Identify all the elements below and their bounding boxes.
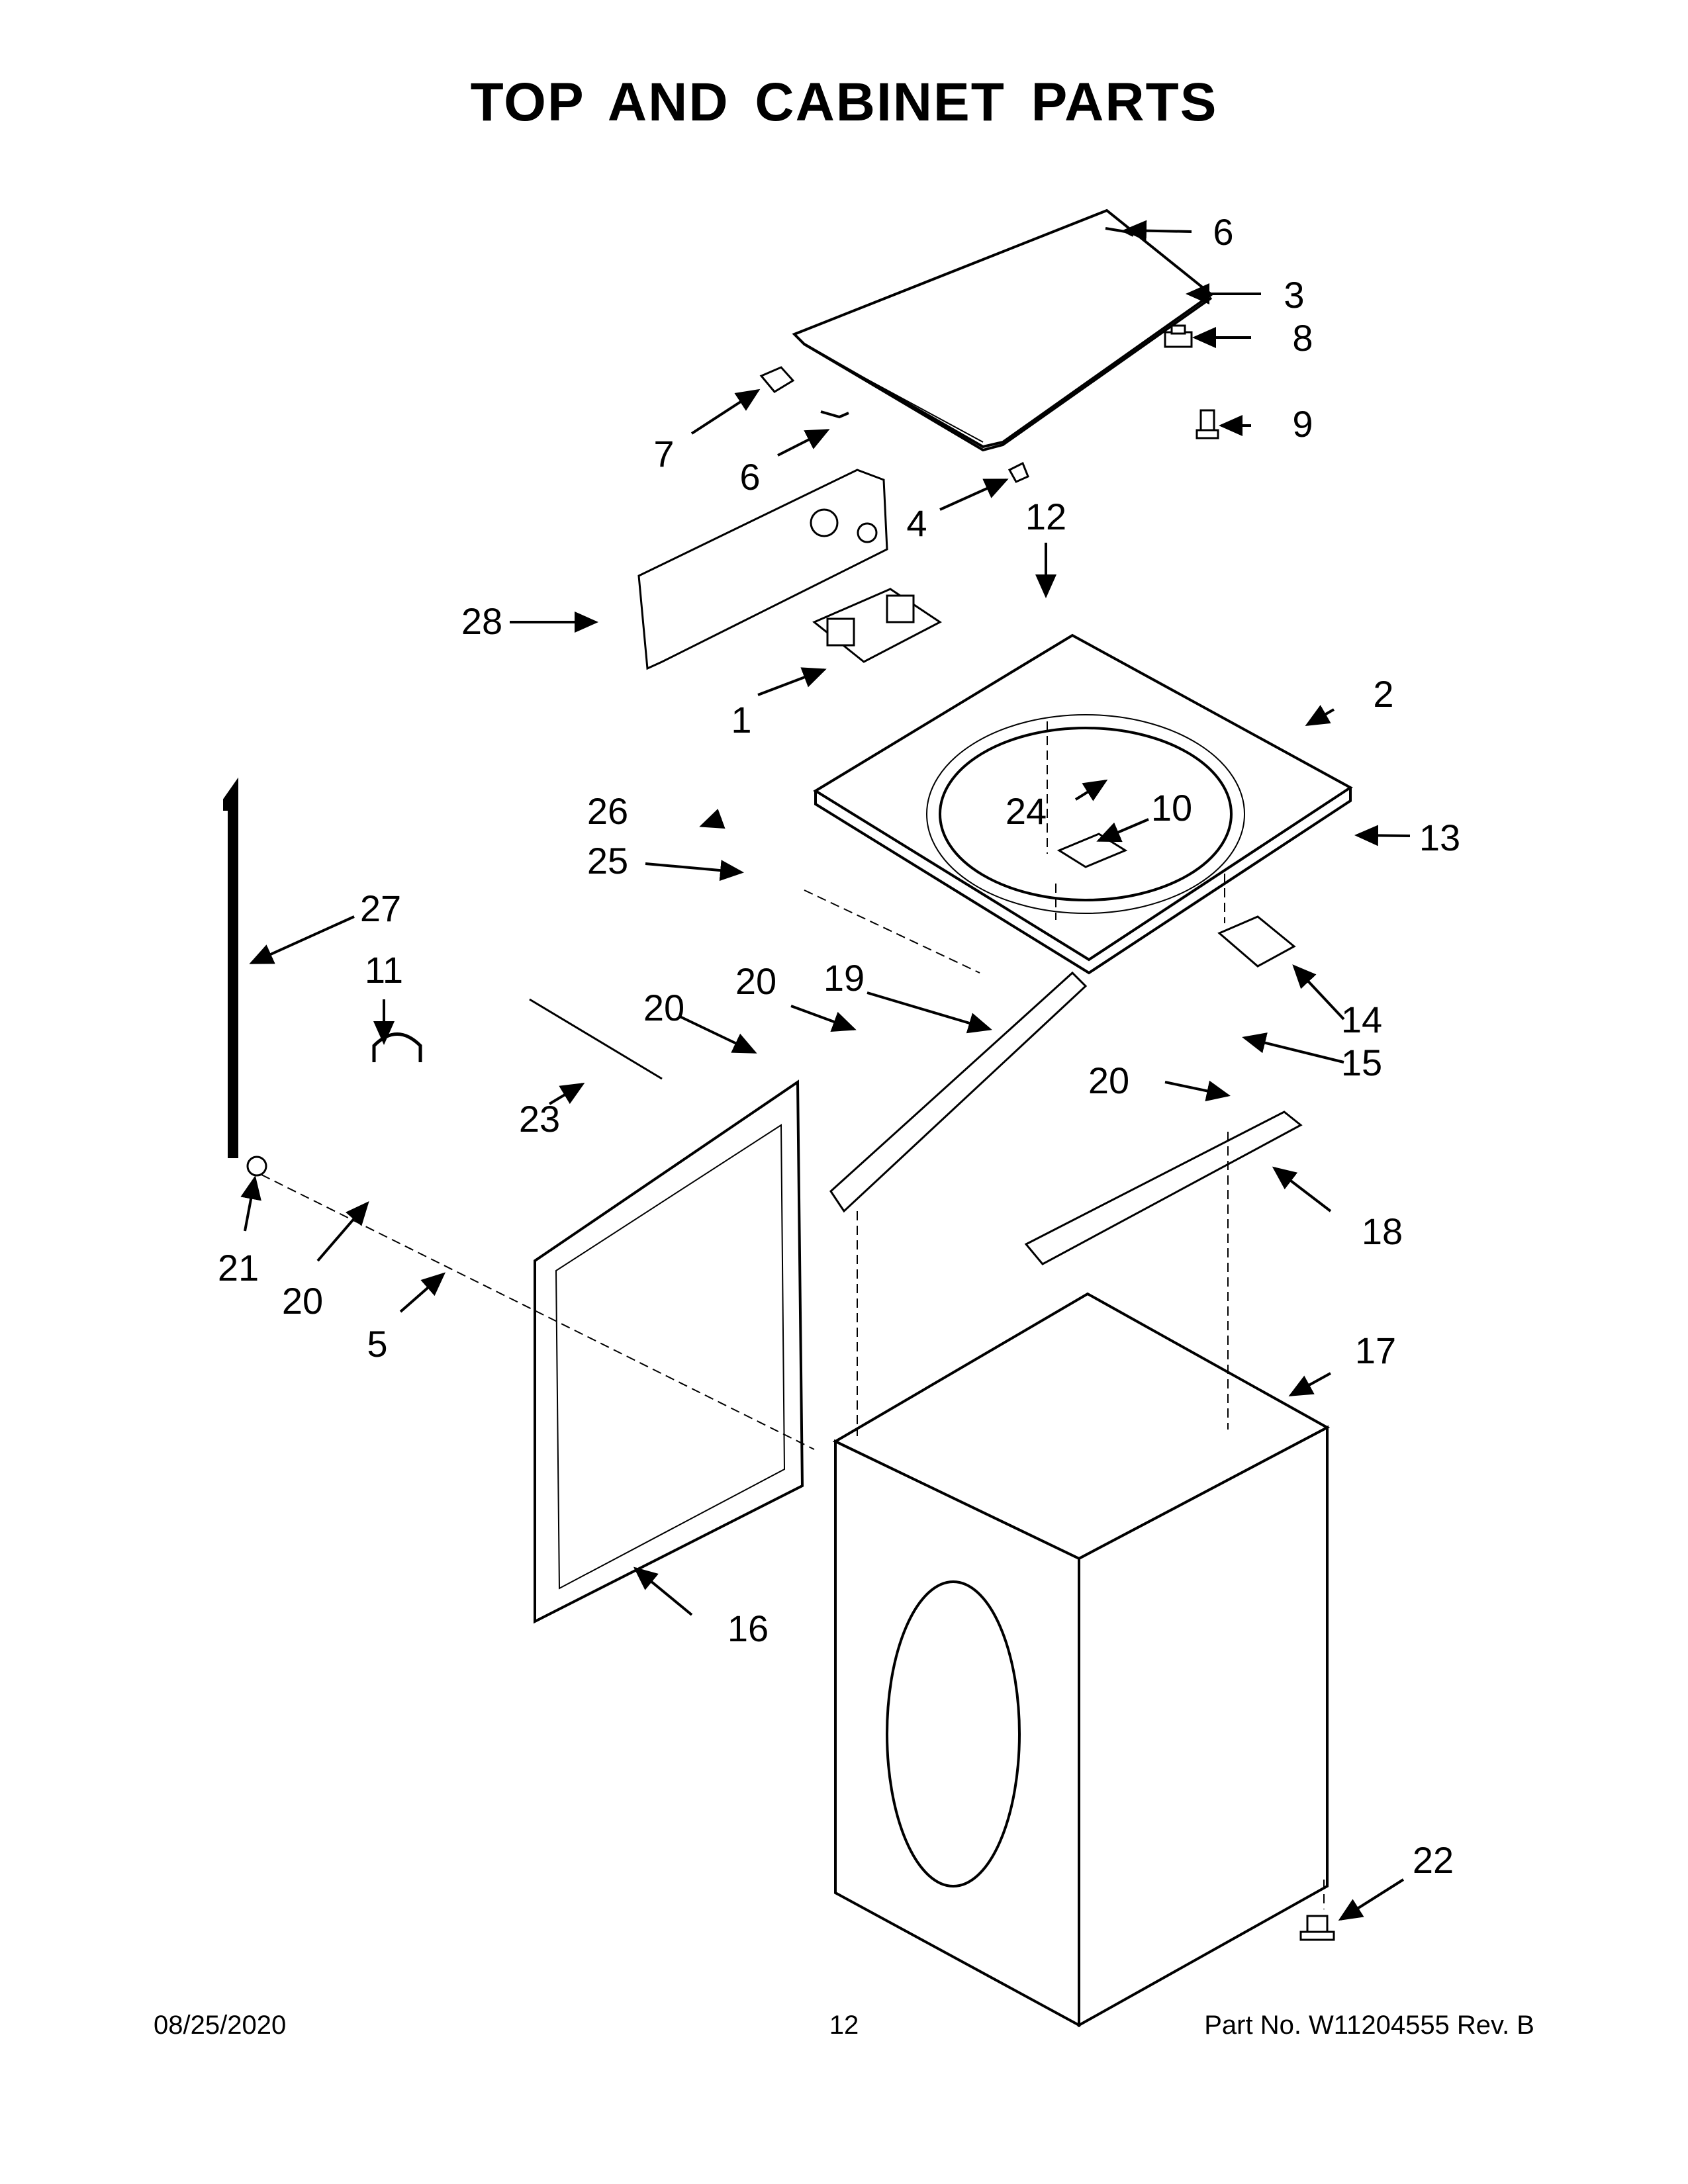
callout-label: 5	[367, 1323, 387, 1365]
part-lid-switch	[1164, 324, 1193, 348]
part-top-cover	[813, 633, 1353, 975]
callout-label: 27	[360, 887, 401, 929]
callout-label: 24	[1006, 790, 1047, 832]
callout-label: 17	[1355, 1330, 1396, 1371]
part-detergent-dispenser	[1056, 833, 1128, 868]
callout-label: 18	[1362, 1210, 1403, 1252]
footer-date: 08/25/2020	[154, 2011, 287, 2040]
leader-arrows	[240, 220, 1411, 1921]
callout-label: 16	[727, 1608, 769, 1649]
callout-label: 25	[587, 840, 628, 882]
callout-label: 23	[519, 1098, 560, 1140]
callout-label: 12	[1025, 496, 1066, 537]
callout-label: 8	[1292, 317, 1313, 359]
callout-label: 11	[365, 949, 403, 991]
footer-part-number: Part No. W11204555 Rev. B	[1204, 2011, 1534, 2040]
page-title: TOP AND CABINET PARTS	[470, 72, 1218, 132]
part-water-valve	[812, 588, 942, 663]
part-wire-harness-14	[1217, 915, 1296, 968]
part-rear-brace-19	[829, 971, 1088, 1213]
callout-label: 20	[1088, 1060, 1129, 1101]
part-lid-bumper	[1008, 461, 1029, 483]
callout-label: 28	[461, 600, 502, 642]
part-rear-panel	[534, 1079, 804, 1624]
callout-label: 2	[1373, 673, 1393, 715]
callout-label: 19	[823, 957, 865, 999]
alignment-lines	[261, 721, 1325, 1909]
part-back-panel-shield	[637, 469, 888, 670]
part-front-brace-18	[1024, 1111, 1303, 1265]
part-hinge-7	[759, 366, 795, 393]
callout-label: 15	[1341, 1042, 1382, 1083]
callout-label: 14	[1341, 999, 1382, 1040]
callout-label: 20	[735, 960, 776, 1002]
part-cabinet	[832, 1292, 1331, 2028]
part-drain-hose	[223, 777, 238, 1158]
callout-label: 1	[731, 699, 751, 741]
part-rod-23	[529, 998, 663, 1080]
callout-label: 20	[282, 1280, 323, 1322]
callout-label: 6	[739, 456, 760, 498]
callout-label: 13	[1419, 817, 1460, 858]
callout-label: 3	[1284, 274, 1304, 316]
part-lid	[792, 208, 1214, 452]
part-hose-elbow-11	[372, 1032, 422, 1062]
callout-label: 9	[1292, 403, 1313, 445]
callout-label: 7	[653, 433, 674, 475]
part-hose-clamp-21	[246, 1156, 267, 1177]
callout-labels: 1 2 3 4 5 6 6 7 8 9 10 11 12 13 14 15 16…	[218, 211, 1460, 1881]
part-leveling-foot-22	[1299, 1915, 1335, 1941]
callout-label: 20	[643, 987, 684, 1028]
callout-label: 4	[906, 502, 927, 544]
callout-label: 26	[587, 790, 628, 832]
callout-label: 10	[1151, 787, 1192, 829]
footer-page-number: 12	[829, 2011, 859, 2040]
part-screw-9	[1196, 409, 1219, 439]
callout-label: 22	[1413, 1839, 1454, 1881]
part-hinge-pin-left	[820, 410, 849, 419]
callout-label: 21	[218, 1247, 259, 1289]
callout-label: 6	[1213, 211, 1233, 253]
